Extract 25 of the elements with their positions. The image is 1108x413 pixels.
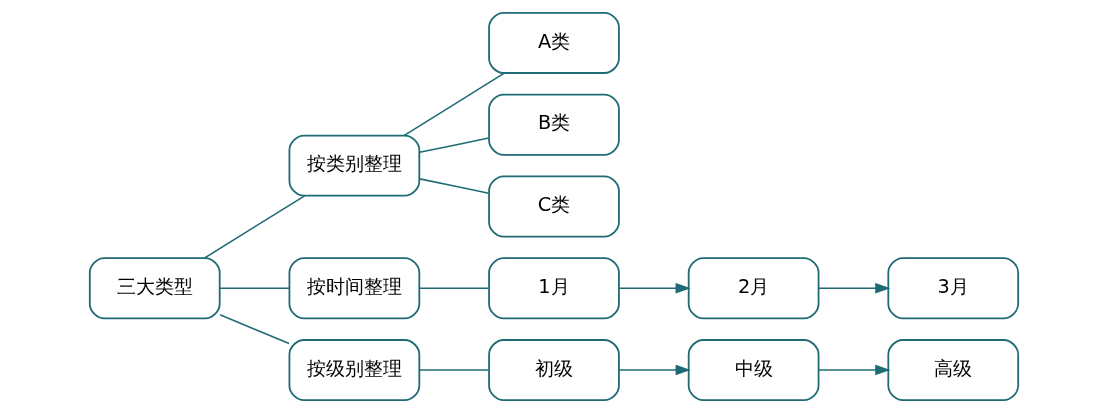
arrow bbox=[818, 282, 891, 294]
connector bbox=[403, 72, 506, 137]
node-box: 按时间整理 bbox=[288, 257, 421, 320]
node-box: 中级 bbox=[687, 339, 820, 401]
node-box: B类 bbox=[488, 93, 620, 156]
node-box: 初级 bbox=[488, 339, 620, 401]
arrow bbox=[618, 282, 691, 294]
node-box: 高级 bbox=[887, 339, 1020, 401]
node-box: 2月 bbox=[687, 257, 820, 320]
connector bbox=[418, 137, 490, 154]
node-box: 按类别整理 bbox=[288, 134, 421, 197]
node-box: C类 bbox=[488, 175, 620, 238]
connector bbox=[219, 287, 290, 290]
node-box: A类 bbox=[488, 12, 620, 74]
node-box: 三大类型 bbox=[88, 257, 221, 320]
connector bbox=[418, 369, 490, 371]
node-box: 按级别整理 bbox=[288, 339, 421, 401]
node-box: 1月 bbox=[488, 257, 620, 320]
arrow bbox=[818, 364, 891, 376]
connector bbox=[219, 314, 290, 345]
arrow bbox=[618, 364, 691, 376]
connector bbox=[203, 195, 306, 259]
connector bbox=[418, 178, 490, 194]
node-box: 3月 bbox=[887, 257, 1020, 320]
connector bbox=[418, 287, 490, 290]
